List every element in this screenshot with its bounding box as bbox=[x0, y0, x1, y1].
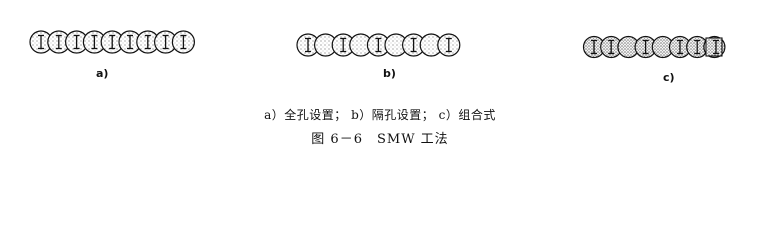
h-beam bbox=[55, 34, 62, 50]
h-beam bbox=[445, 37, 452, 53]
wall-end bbox=[705, 37, 723, 57]
h-beam bbox=[180, 34, 187, 50]
h-beam bbox=[38, 34, 44, 50]
h-beam bbox=[162, 34, 169, 50]
panel-b-alternate-hole bbox=[296, 33, 461, 57]
h-beam bbox=[73, 34, 80, 50]
smw-diagram bbox=[29, 30, 726, 59]
panel-a-label: a) bbox=[96, 67, 109, 80]
h-beam bbox=[144, 34, 151, 50]
h-beam bbox=[642, 39, 649, 55]
h-beam bbox=[713, 39, 719, 55]
panel-a-full-hole bbox=[29, 30, 195, 54]
h-beam bbox=[375, 37, 382, 53]
figure-6-6: a) b) c) a）全孔设置； b）隔孔设置； c）组合式 图 6－6 SMW… bbox=[29, 30, 726, 147]
h-beam bbox=[677, 39, 683, 55]
h-beam bbox=[694, 39, 701, 55]
panel-c-combined bbox=[582, 35, 726, 59]
h-beam bbox=[127, 34, 133, 50]
figure-subcaption: a）全孔设置； b）隔孔设置； c）组合式 bbox=[264, 108, 496, 122]
h-beam bbox=[91, 34, 98, 50]
h-beam bbox=[410, 37, 417, 53]
h-beam bbox=[109, 34, 116, 50]
h-beam bbox=[591, 39, 597, 55]
h-beam bbox=[340, 37, 347, 53]
h-beam bbox=[305, 37, 311, 53]
panel-c-label: c) bbox=[663, 71, 675, 84]
h-beam bbox=[608, 39, 615, 55]
figure-title: 图 6－6 SMW 工法 bbox=[311, 132, 449, 147]
panel-b-label: b) bbox=[383, 67, 396, 80]
